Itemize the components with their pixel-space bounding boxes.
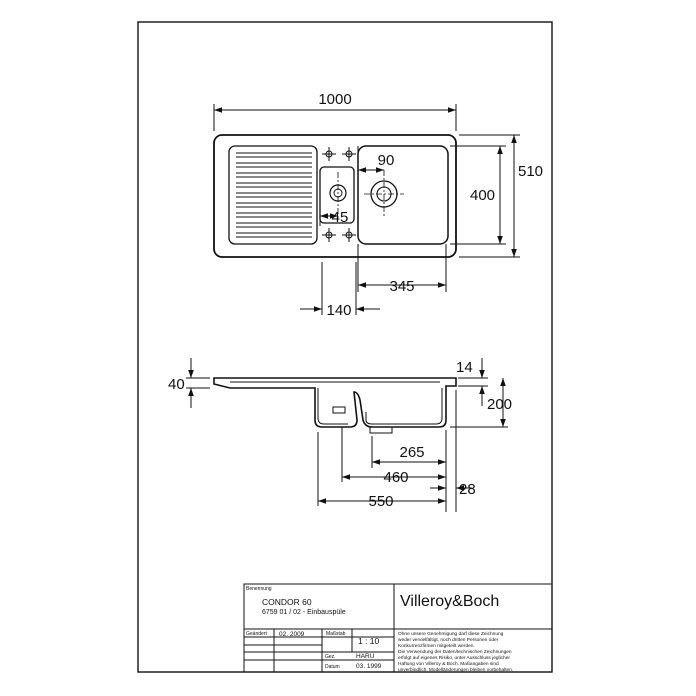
notice-line: erfolgt auf eigenes Risiko, unter Aussch… [398, 655, 510, 661]
product-name: CONDOR 60 [262, 597, 312, 607]
dim-14: 14 [456, 359, 473, 376]
dim-400: 400 [470, 187, 495, 204]
label-massstab: Maßstab [326, 631, 346, 637]
notice-line: weder vervielfältigt, noch dritten Perso… [398, 637, 499, 643]
brand-logo: Villeroy&Boch [400, 593, 499, 610]
drawing-date: 03. 1999 [356, 663, 382, 670]
dim-460: 460 [383, 469, 408, 486]
sink-profile [213, 377, 457, 428]
sink-outline-top [213, 134, 457, 258]
scale-value: 1 : 10 [358, 636, 380, 646]
label-gez: Gez. [325, 654, 336, 660]
dim-45: 45 [332, 209, 349, 226]
label-datum: Datum [325, 664, 340, 670]
drainboard-ribs [236, 152, 312, 238]
drawn-by: HARU [356, 653, 375, 660]
product-code: 6759 01 / 02 - Einbauspüle [262, 609, 346, 616]
drainboard [228, 145, 318, 245]
notice-line: Konkurrenzfirmen mitgeteilt werden. [398, 643, 475, 649]
notice-line: unverbindlich. Modelländerungen bleiben … [398, 667, 513, 673]
dim-1000: 1000 [318, 91, 351, 108]
dim-200: 200 [487, 396, 512, 413]
label-benennung: Benennung [246, 586, 272, 592]
legal-notice: Ohne unsere Genehmigung darf diese Zeich… [398, 631, 513, 673]
title-block [243, 583, 553, 673]
label-geaendert: Geändert [246, 631, 267, 637]
notice-line: Ohne unsere Genehmigung darf diese Zeich… [398, 631, 504, 637]
main-bowl [357, 145, 449, 245]
dim-90: 90 [378, 152, 395, 169]
dim-510: 510 [518, 163, 543, 180]
dim-40: 40 [168, 376, 185, 393]
dim-550: 550 [368, 493, 393, 510]
dim-345: 345 [389, 278, 414, 295]
notice-line: Haftung von Villeroy & Boch. Maßangaben … [398, 661, 499, 667]
side-view [186, 358, 508, 512]
drawing-frame [137, 21, 553, 673]
dim-265: 265 [399, 444, 424, 461]
notice-line: Die Verwendung der Daten/technischen Zei… [398, 649, 512, 655]
dim-140: 140 [326, 302, 351, 319]
top-view [213, 104, 520, 315]
changed-date: 02. 2009 [279, 631, 305, 638]
tap-hole-markers [322, 147, 356, 242]
dim-28: 28 [459, 481, 476, 498]
small-basin [319, 166, 355, 224]
